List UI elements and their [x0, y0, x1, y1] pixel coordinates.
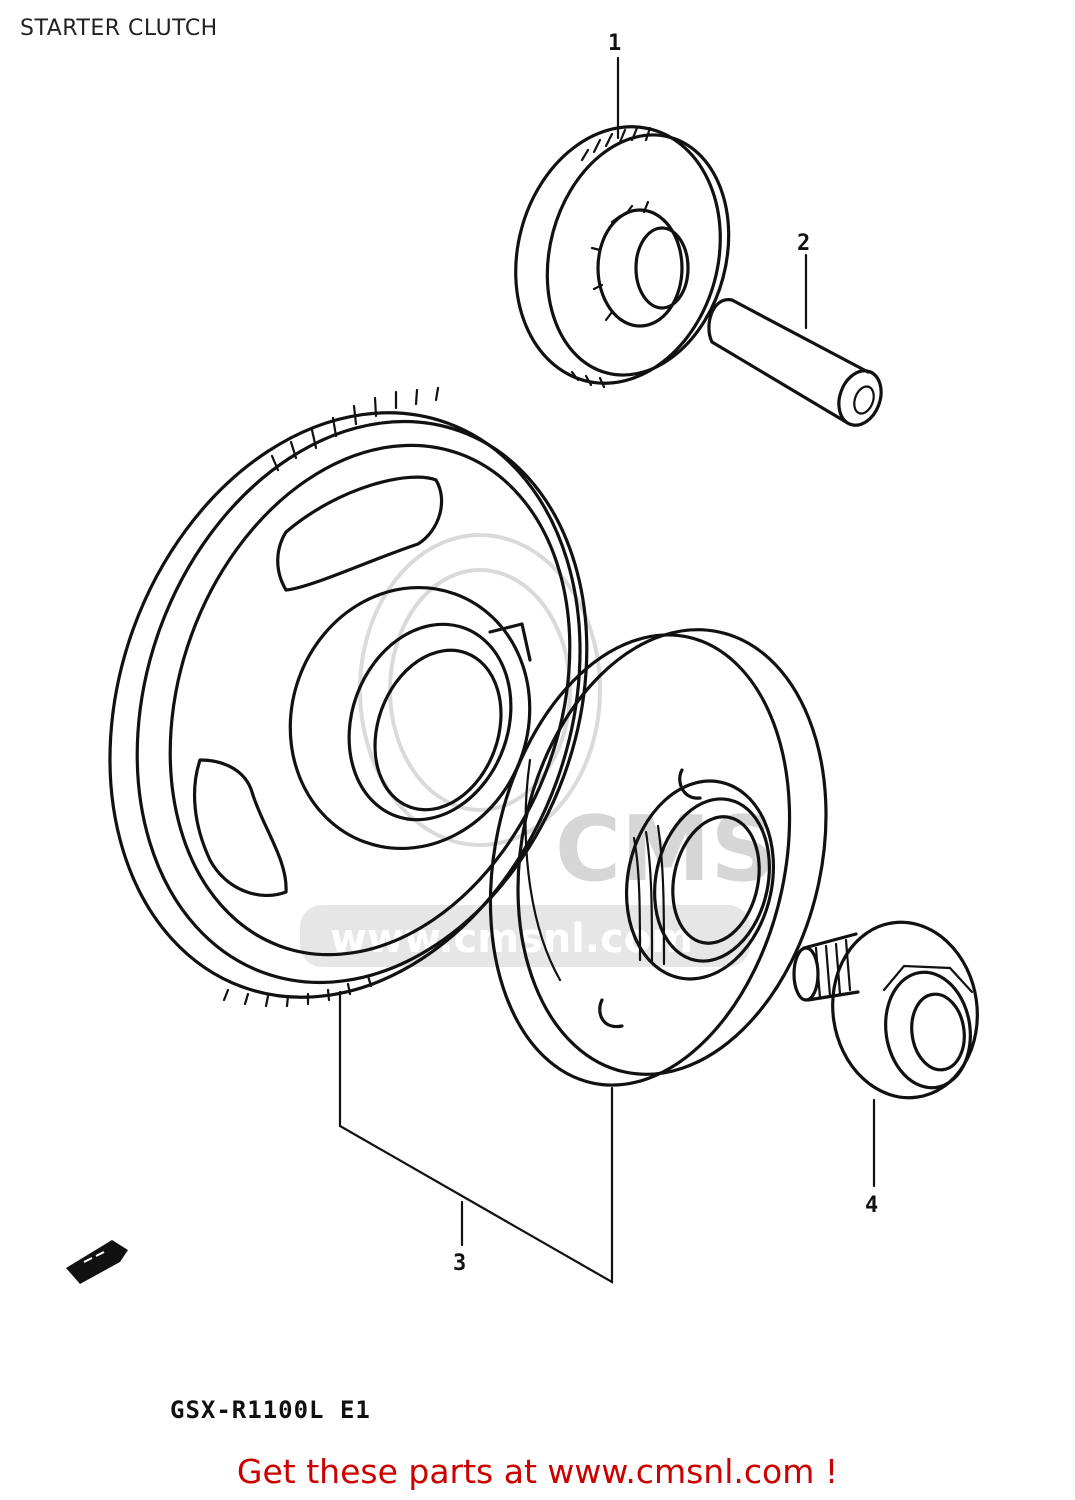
watermark-logo: CMS: [555, 797, 775, 902]
callout-1: 1: [608, 31, 621, 56]
callout-2: 2: [797, 231, 810, 256]
page-title: STARTER CLUTCH: [20, 16, 218, 41]
part-2-shaft: [707, 298, 883, 427]
callout-4: 4: [865, 1193, 878, 1218]
footer-parts-link[interactable]: Get these parts at www.cmsnl.com !: [236, 1452, 839, 1491]
part-1-idle-gear: [514, 125, 731, 389]
front-arrow-icon: [66, 1240, 128, 1284]
part-3-starter-gear: [108, 386, 589, 1008]
part-4-bolt: [792, 920, 979, 1100]
part-3-clutch-housing: [488, 628, 828, 1087]
callout-3: 3: [453, 1251, 466, 1276]
watermark: CMS www.cmsnl.com: [300, 533, 775, 967]
leader-lines: [338, 56, 876, 1284]
watermark-url: www.cmsnl.com: [330, 916, 693, 962]
model-label: GSX-R1100L E1: [170, 1396, 371, 1424]
